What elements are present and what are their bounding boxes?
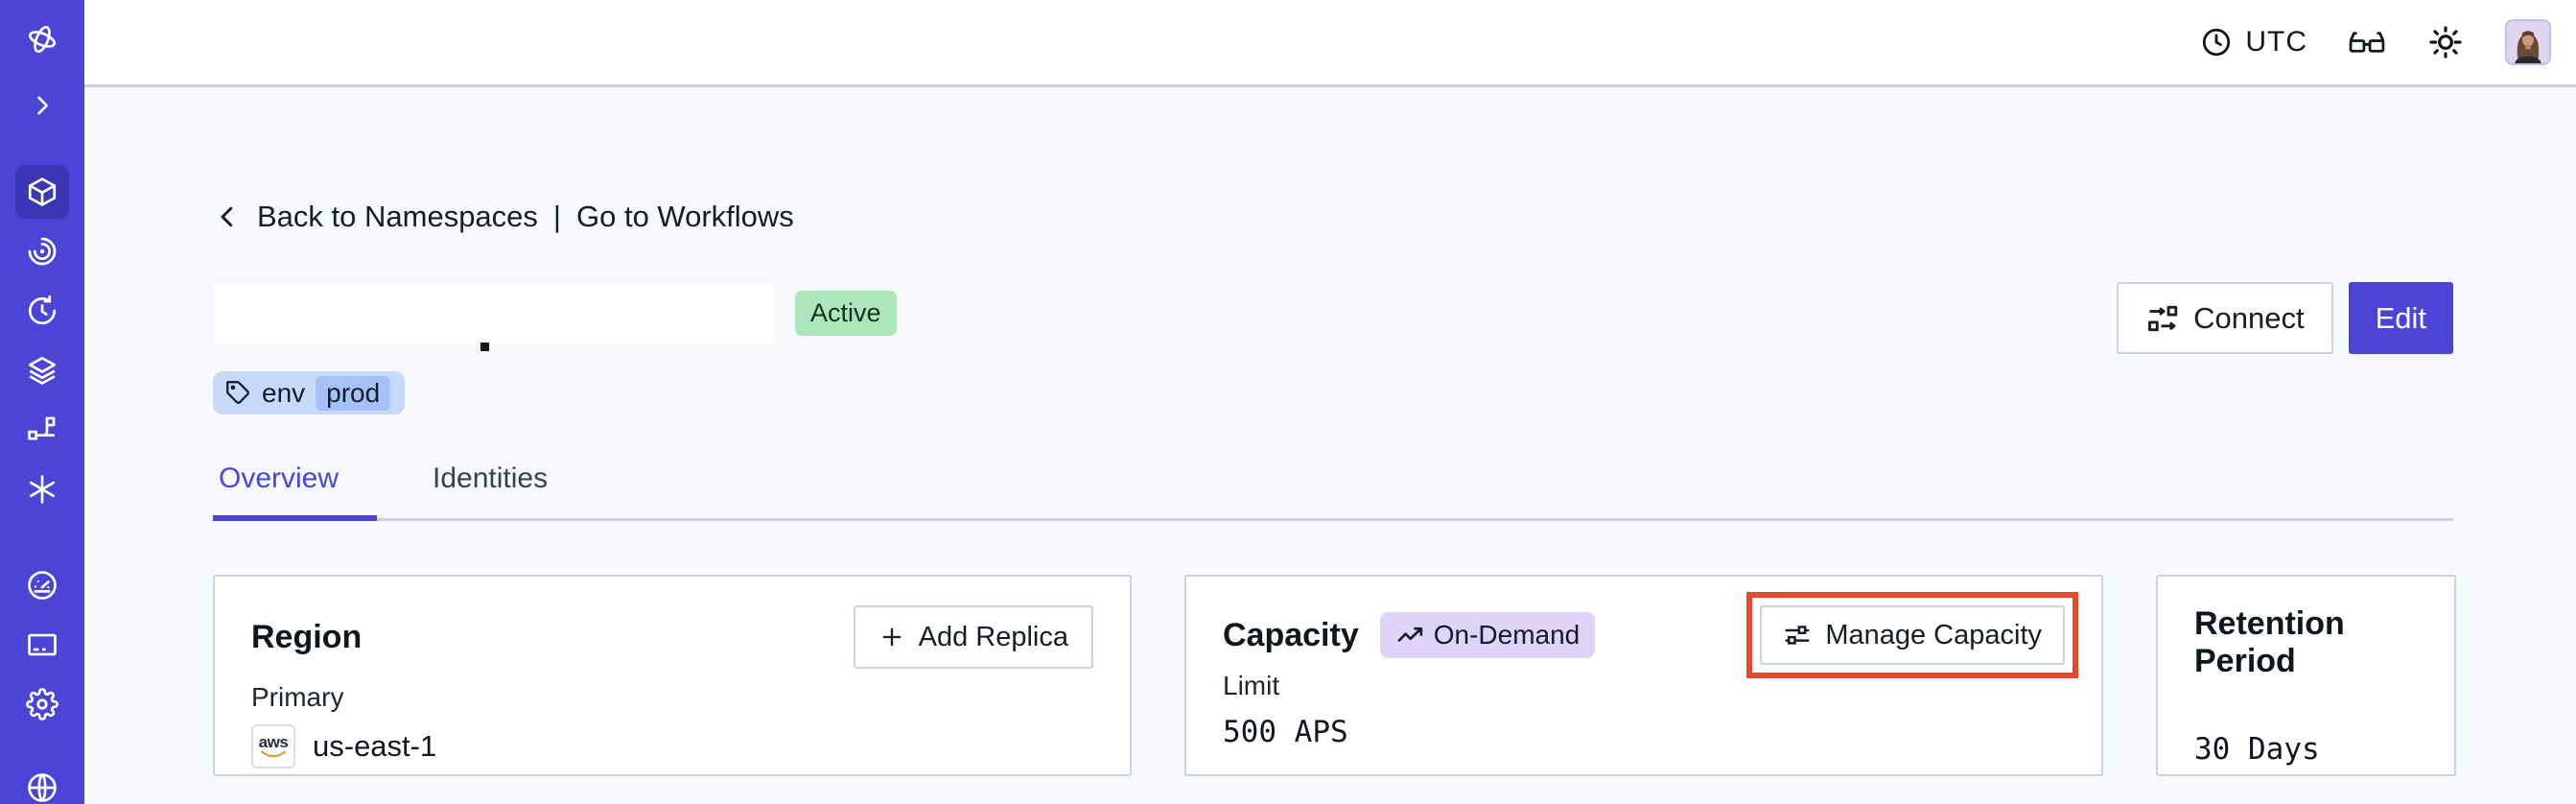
clock-icon	[2203, 28, 2231, 57]
labs-glasses-button[interactable]	[2348, 23, 2386, 61]
sidebar-item-spiral[interactable]	[15, 225, 69, 278]
limit-value: 500 APS	[1223, 715, 1348, 749]
namespace-tag[interactable]: env prod	[213, 371, 406, 414]
tag-row: env prod	[213, 371, 2453, 414]
sidebar-nav	[15, 165, 69, 516]
tab-overview[interactable]: Overview	[213, 462, 378, 521]
cube-icon	[28, 177, 57, 206]
limit-label: Limit	[1223, 671, 1280, 700]
glasses-icon	[2349, 32, 2385, 53]
retention-card: Retention Period 30 Days	[2156, 575, 2456, 776]
add-replica-label: Add Replica	[918, 621, 1068, 652]
sidebar-item-settings[interactable]	[15, 677, 69, 731]
trend-up-icon	[1396, 627, 1422, 643]
capacity-card-title: Capacity	[1223, 616, 1359, 653]
tab-bar: Overview Identities	[213, 462, 2453, 521]
pipeline-branch-icon	[28, 416, 56, 440]
breadcrumb: Back to Namespaces | Go to Workflows	[213, 200, 2453, 234]
retention-card-title: Retention Period	[2194, 605, 2345, 679]
back-chevron-icon[interactable]	[213, 201, 242, 233]
sun-icon	[2429, 26, 2462, 59]
ondemand-badge: On-Demand	[1379, 612, 1596, 658]
retention-value: 30 Days	[2194, 732, 2320, 767]
sidebar-item-globe[interactable]	[15, 771, 69, 804]
layers-icon	[28, 356, 57, 385]
sidebar-nav-secondary	[15, 558, 69, 731]
edit-button[interactable]: Edit	[2348, 282, 2453, 354]
breadcrumb-workflows-link[interactable]: Go to Workflows	[575, 200, 794, 233]
clock-history-icon	[28, 295, 57, 325]
avatar-photo	[2507, 21, 2549, 63]
region-card: Region Add Replica Primary aws	[213, 575, 1132, 776]
gauge-icon	[28, 571, 57, 600]
sidebar-item-namespaces[interactable]	[15, 165, 69, 219]
asterisk-icon	[30, 475, 55, 504]
sidebar-item-billing[interactable]	[15, 618, 69, 672]
capacity-card: Capacity On-Demand	[1184, 575, 2103, 776]
status-badge: Active	[795, 291, 897, 336]
sidebar-item-usage[interactable]	[15, 558, 69, 612]
sidebar-item-layers[interactable]	[15, 343, 69, 397]
region-card-title: Region	[251, 618, 363, 655]
settings-gear-icon	[26, 688, 59, 721]
edit-label: Edit	[2375, 300, 2426, 335]
top-header: UTC	[84, 0, 2576, 87]
billing-card-icon	[28, 633, 57, 656]
user-avatar[interactable]	[2505, 19, 2551, 65]
timezone-label: UTC	[2245, 26, 2307, 58]
aws-provider-icon: aws	[251, 724, 295, 769]
aws-word: aws	[258, 733, 289, 751]
ondemand-label: On-Demand	[1433, 620, 1581, 650]
theme-toggle-button[interactable]	[2426, 23, 2465, 61]
tag-key: env	[262, 377, 306, 408]
sidebar-expand-icon[interactable]	[29, 92, 56, 119]
aws-smile	[261, 750, 287, 758]
connect-flow-icon	[2148, 305, 2178, 331]
tag-value: prod	[316, 375, 391, 411]
namespace-actions: Connect Edit	[2117, 282, 2453, 354]
redaction-artifact	[480, 343, 489, 351]
breadcrumb-separator: |	[552, 200, 561, 233]
primary-label: Primary	[251, 682, 344, 712]
sliders-icon	[1785, 626, 1810, 645]
manage-capacity-label: Manage Capacity	[1825, 619, 2042, 650]
timezone-selector[interactable]: UTC	[2200, 26, 2307, 59]
connect-label: Connect	[2193, 300, 2305, 335]
add-replica-button[interactable]: Add Replica	[853, 605, 1093, 669]
region-name: us-east-1	[313, 729, 437, 763]
tag-icon	[226, 381, 249, 404]
globe-icon	[28, 773, 57, 802]
tab-identities[interactable]: Identities	[433, 462, 549, 494]
namespace-title-row: Active Connect Edit	[213, 282, 2453, 354]
sidebar	[0, 0, 84, 804]
manage-capacity-highlight: Manage Capacity	[1746, 592, 2078, 678]
main-content: Back to Namespaces | Go to Workflows Act…	[84, 87, 2576, 804]
spiral-icon	[28, 237, 57, 266]
namespace-name-redacted	[213, 282, 774, 351]
plus-icon	[882, 627, 901, 647]
breadcrumb-back-link[interactable]: Back to Namespaces	[257, 200, 538, 233]
temporal-logo-icon[interactable]	[26, 23, 59, 56]
overview-cards: Region Add Replica Primary aws	[213, 575, 2456, 776]
manage-capacity-button[interactable]: Manage Capacity	[1760, 605, 2065, 665]
sidebar-item-asterisk[interactable]	[15, 462, 69, 516]
sidebar-item-pipeline[interactable]	[15, 403, 69, 457]
connect-button[interactable]: Connect	[2117, 282, 2333, 354]
sidebar-item-history[interactable]	[15, 284, 69, 338]
